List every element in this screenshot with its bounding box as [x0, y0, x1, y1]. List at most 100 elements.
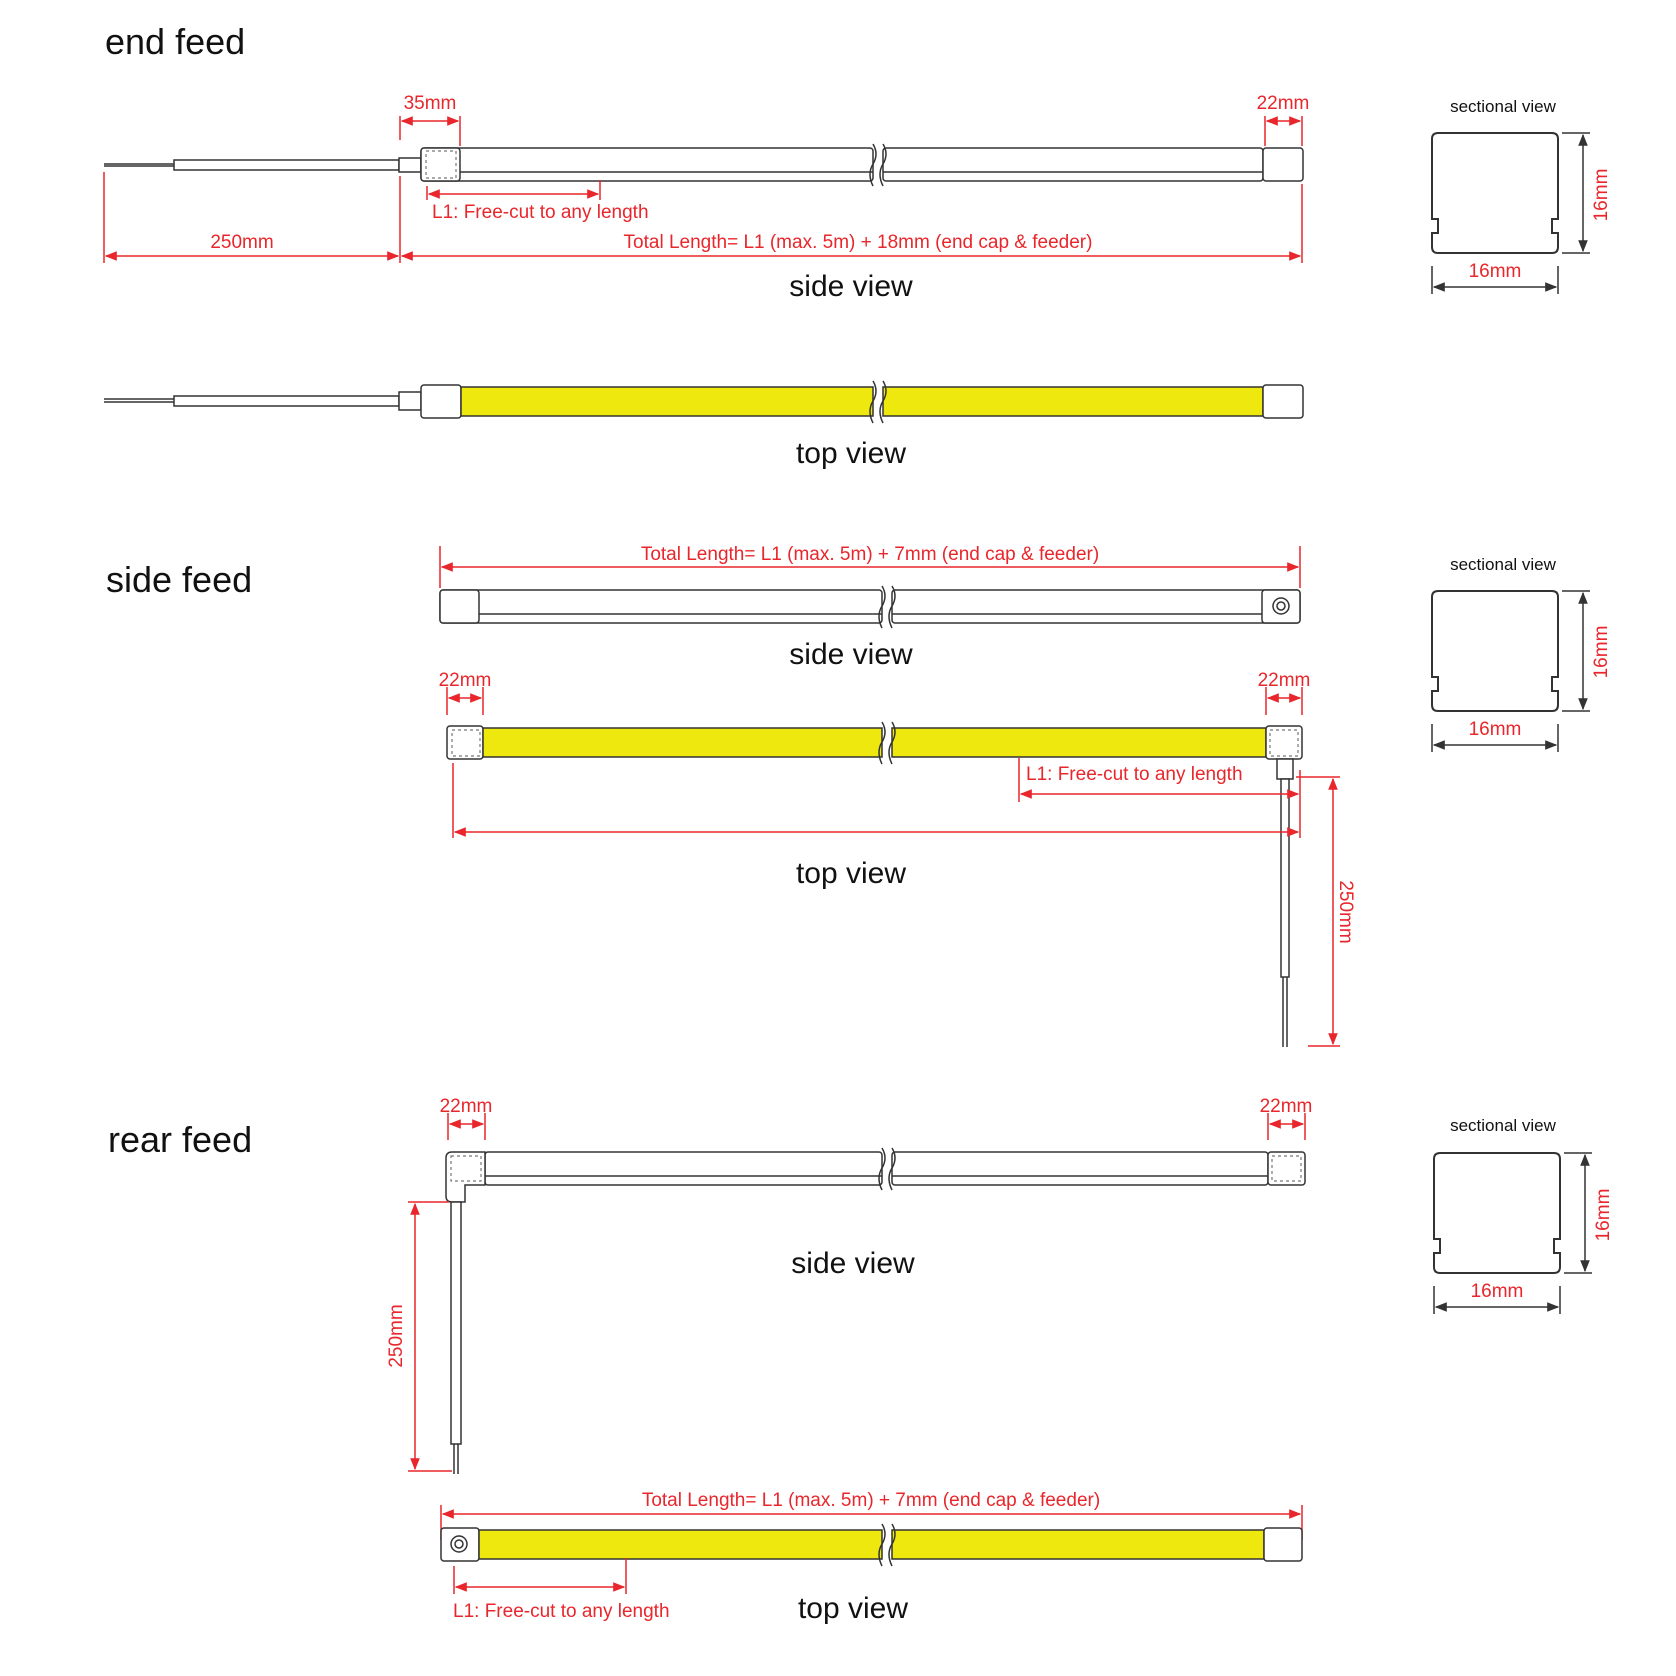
end-cap: [440, 1527, 480, 1562]
cap-inner: [1269, 729, 1299, 757]
end-cap: [446, 725, 484, 760]
led-strip: [891, 1529, 1265, 1560]
rear-feed-top-view: Total Length= L1 (max. 5m) + 7mm (end ca…: [440, 1490, 1303, 1625]
profile-right: [891, 1151, 1269, 1186]
feed-port-inner: [1276, 601, 1286, 611]
break-mark: [869, 143, 877, 187]
led-strip: [891, 727, 1267, 758]
end-feed-top-view: top view: [104, 380, 1304, 470]
rear-feed-sectional: sectional view 16mm 16mm: [1433, 1116, 1614, 1314]
profile-left: [484, 1151, 883, 1186]
end-cap-rear: [445, 1151, 486, 1203]
cable-gland: [398, 391, 422, 411]
sectional-view-label: sectional view: [1450, 1116, 1557, 1135]
end-cap: [420, 384, 462, 419]
total-length-label: Total Length= L1 (max. 5m) + 18mm (end c…: [624, 232, 1093, 253]
cap-inner: [451, 729, 481, 757]
cap-inner: [425, 150, 457, 179]
profile-left: [420, 147, 874, 182]
break-mark: [888, 1147, 896, 1191]
sectional-height-label: 16mm: [1591, 626, 1612, 679]
break-mark: [879, 143, 887, 187]
end-cap: [1261, 589, 1301, 624]
end-feed-side-view: 35mm 22mm L1: Free-cut to any length 250…: [103, 93, 1310, 303]
top-view-label: top view: [796, 437, 906, 470]
end-cap: [420, 147, 461, 182]
feed-cable: [173, 395, 400, 407]
break-mark: [878, 721, 886, 765]
led-strip: [882, 386, 1264, 417]
led-strip: [460, 386, 874, 417]
profile-right: [891, 589, 1301, 624]
end-cap: [1265, 725, 1303, 760]
end-feed-section: end feed 35mm: [103, 21, 1612, 470]
sectional-profile: [1431, 132, 1559, 254]
cap-inner: [450, 1155, 482, 1182]
end-cap: [1263, 1527, 1303, 1562]
dim-22mm-left-label: 22mm: [440, 1096, 493, 1117]
l1-label: L1: Free-cut to any length: [1026, 764, 1243, 785]
rear-feed-side-view: 22mm 22mm 250mm side v: [386, 1096, 1312, 1474]
sectional-height-label: 16mm: [1591, 169, 1612, 222]
break-mark: [879, 380, 887, 424]
end-feed-sectional: sectional view 16mm 16mm: [1431, 97, 1612, 294]
cable-gland: [1276, 758, 1294, 780]
break-mark: [888, 585, 896, 629]
rear-feed-title: rear feed: [108, 1119, 252, 1160]
dim-250mm-label: 250mm: [1335, 880, 1356, 943]
sectional-width-label: 16mm: [1469, 719, 1522, 740]
sectional-view-label: sectional view: [1450, 555, 1557, 574]
led-strip: [478, 1529, 883, 1560]
dim-22mm-right-label: 22mm: [1258, 670, 1311, 691]
sectional-profile: [1431, 590, 1559, 712]
dim-22mm-left-label: 22mm: [439, 670, 492, 691]
cable-gland: [398, 157, 422, 173]
feed-port-inner: [454, 1539, 464, 1549]
break-mark: [888, 721, 896, 765]
feed-port: [450, 1535, 468, 1553]
sectional-view-label: sectional view: [1450, 97, 1557, 116]
side-feed-title: side feed: [106, 559, 252, 600]
end-cap: [1262, 384, 1304, 419]
cap-inner: [1271, 1155, 1302, 1182]
side-view-label: side view: [789, 638, 913, 671]
side-feed-section: side feed Total Length= L1 (max. 5m) + 7…: [106, 544, 1612, 1047]
dim-250mm-label: 250mm: [210, 232, 273, 253]
l1-label: L1: Free-cut to any length: [453, 1601, 670, 1622]
rear-feed-section: rear feed 22mm 22mm: [108, 1096, 1614, 1625]
side-feed-side-view: Total Length= L1 (max. 5m) + 7mm (end ca…: [439, 544, 1301, 671]
top-view-label: top view: [798, 1592, 908, 1625]
end-cap: [1262, 147, 1304, 182]
sectional-width-label: 16mm: [1471, 1281, 1524, 1302]
dim-22mm-right-label: 22mm: [1260, 1096, 1313, 1117]
profile-right: [882, 147, 1264, 182]
feed-port: [1272, 597, 1290, 615]
sectional-height-label: 16mm: [1593, 1189, 1614, 1242]
dim-22mm-label: 22mm: [1257, 93, 1310, 114]
sectional-width-label: 16mm: [1469, 261, 1522, 282]
end-cap: [1267, 1151, 1306, 1186]
feed-cable: [450, 1201, 462, 1445]
side-feed-top-view: 22mm 22mm L1: Free-cut to any length: [439, 670, 1356, 1047]
feed-cable: [1280, 778, 1290, 978]
side-view-label: side view: [791, 1247, 915, 1280]
dim-35mm-label: 35mm: [404, 93, 457, 114]
break-mark: [888, 1523, 896, 1567]
break-mark: [878, 1147, 886, 1191]
l1-label: L1: Free-cut to any length: [432, 202, 649, 223]
break-mark: [878, 585, 886, 629]
sectional-profile: [1433, 1152, 1561, 1274]
dim-250mm-label: 250mm: [386, 1304, 407, 1367]
side-view-label: side view: [789, 270, 913, 303]
total-length-label: Total Length= L1 (max. 5m) + 7mm (end ca…: [642, 1490, 1100, 1511]
side-feed-sectional: sectional view 16mm 16mm: [1431, 555, 1612, 752]
profile-left: [439, 589, 883, 624]
feed-cable: [173, 159, 400, 171]
led-strip: [482, 727, 883, 758]
top-view-label: top view: [796, 857, 906, 890]
end-cap: [439, 589, 480, 624]
total-length-label: Total Length= L1 (max. 5m) + 7mm (end ca…: [641, 544, 1099, 565]
end-feed-title: end feed: [105, 21, 245, 62]
